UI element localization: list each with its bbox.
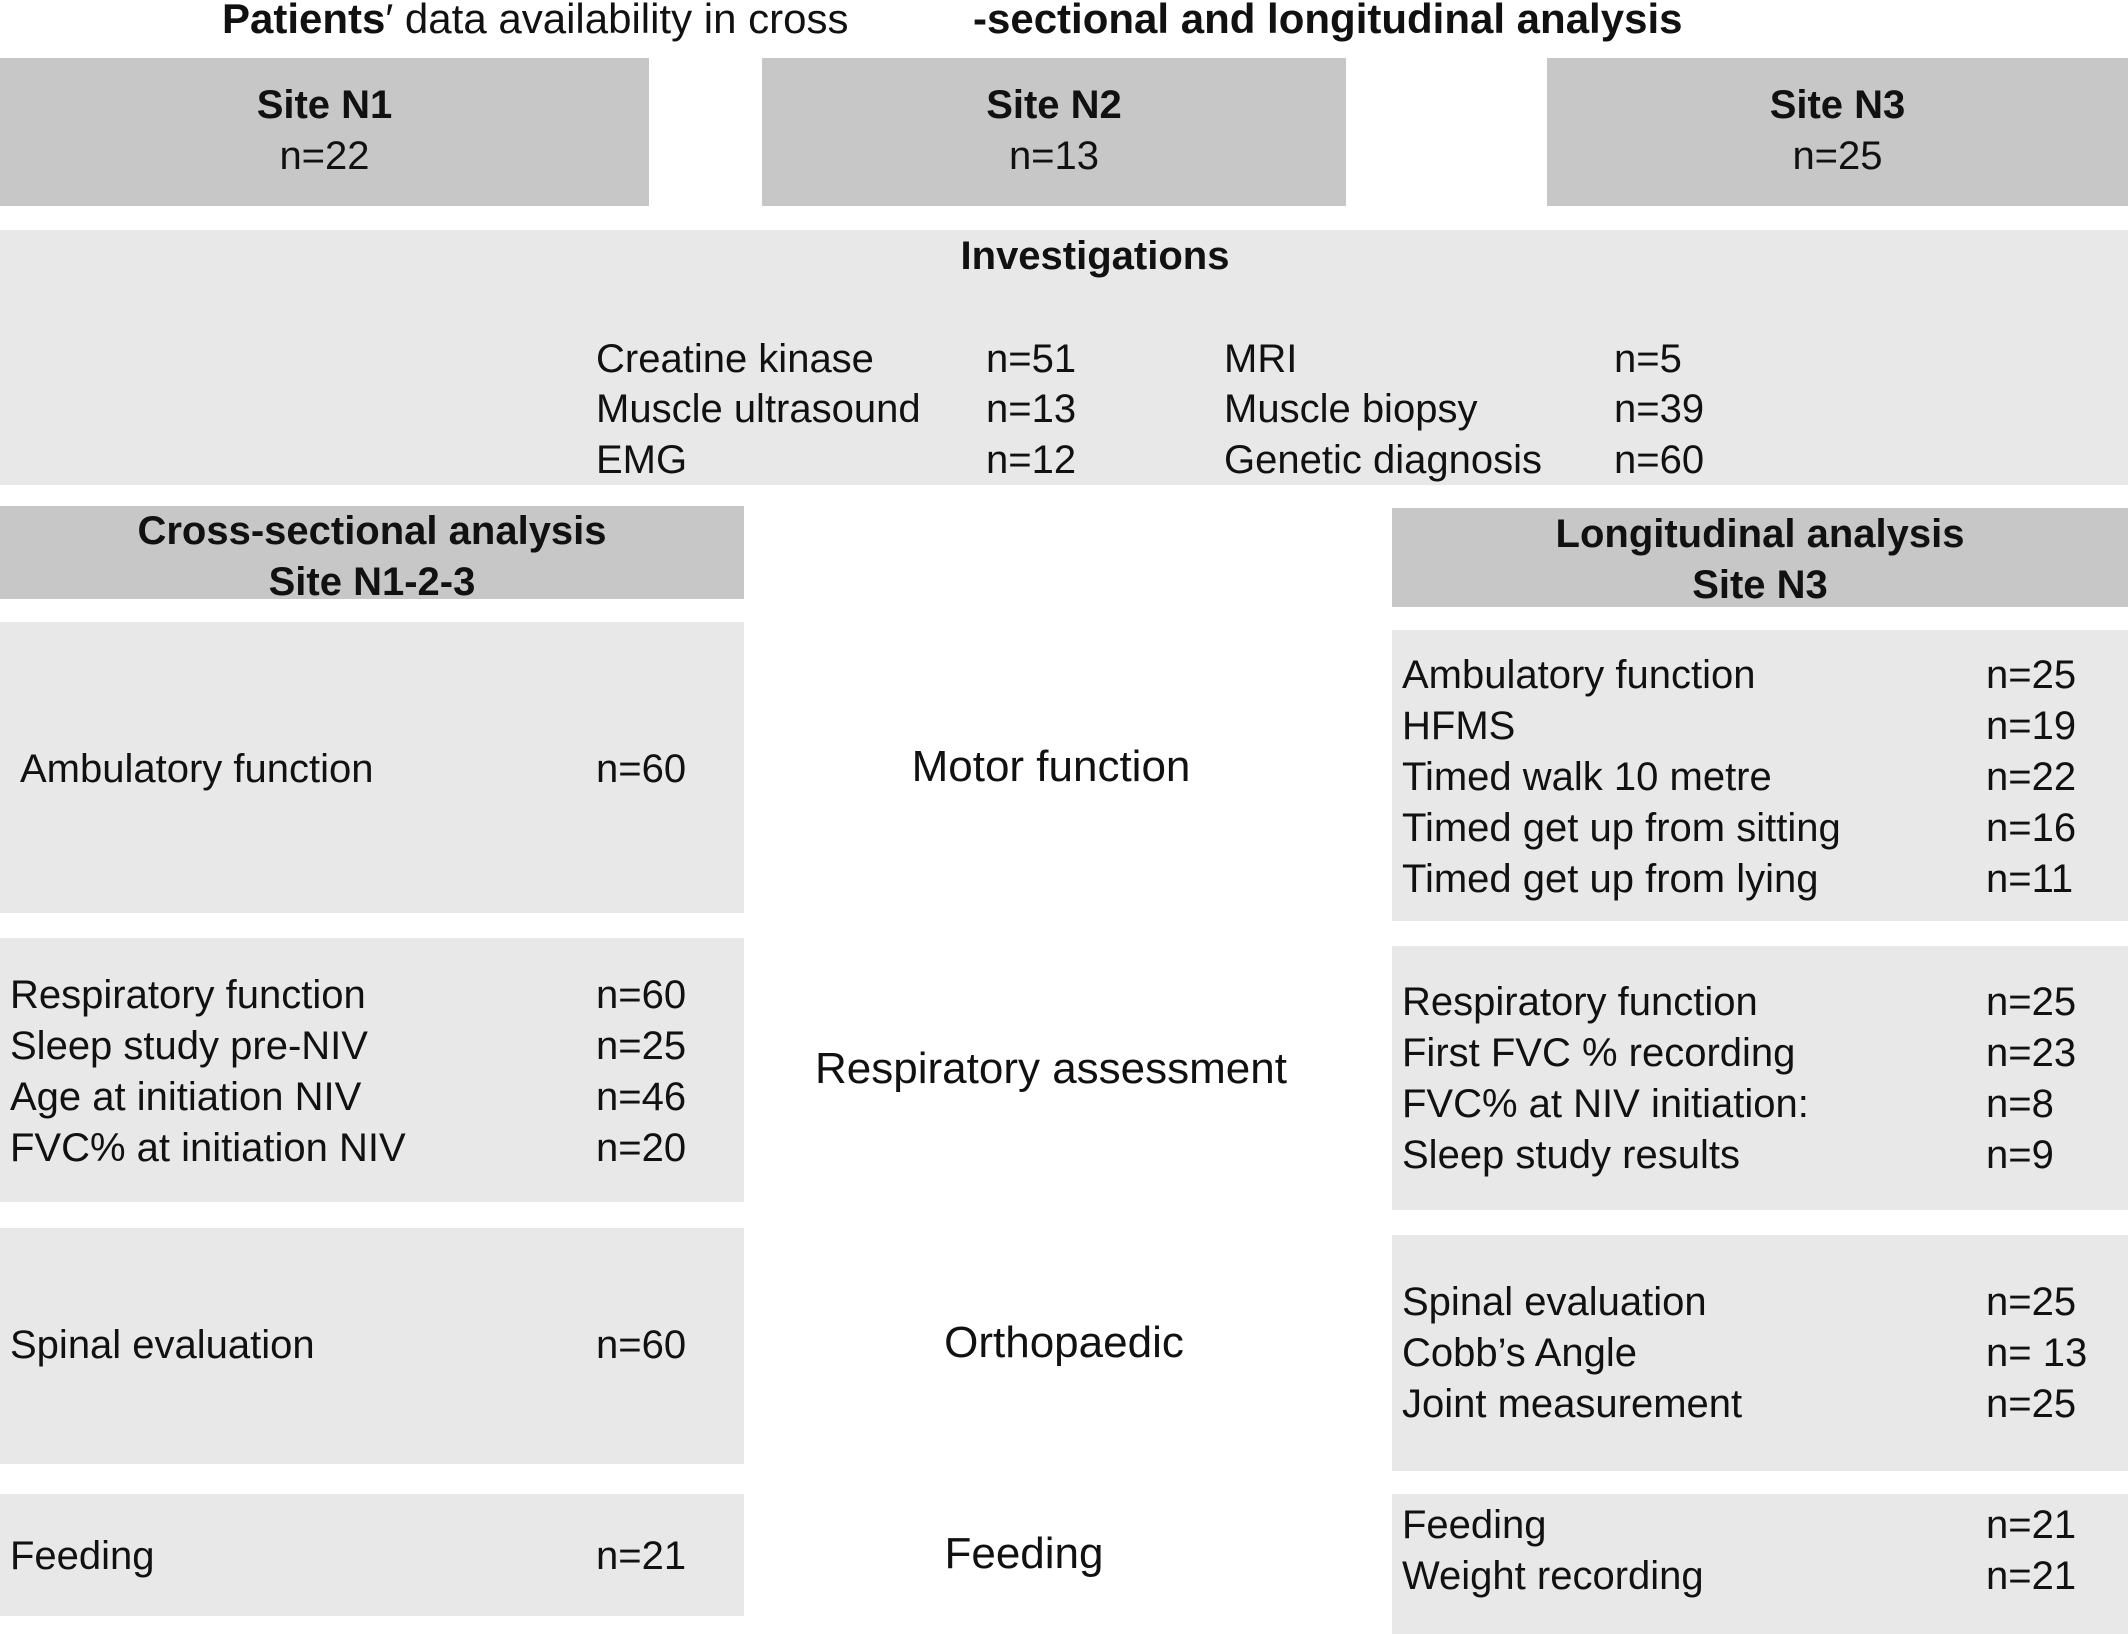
title-part-1: Patients′ data availability in cross [222, 0, 849, 42]
site-count: n=22 [279, 134, 370, 178]
item-label: HFMS [1402, 704, 1516, 748]
item-label: Timed walk 10 metre [1402, 755, 1772, 799]
item-label: Joint measurement [1402, 1382, 1743, 1426]
category-motor-function: Motor function [911, 742, 1191, 791]
category-feeding: Feeding [944, 1529, 1104, 1578]
category-respiratory-assessment: Respiratory assessment [815, 1044, 1287, 1093]
item-label: Weight recording [1402, 1554, 1704, 1598]
item-count: n=16 [1986, 806, 2077, 850]
cross-sectional-subtitle: Site N1-2-3 [268, 560, 476, 604]
item-label: Ambulatory function [20, 747, 374, 791]
investigation-label: Genetic diagnosis [1224, 438, 1542, 482]
longitudinal-subtitle: Site N3 [1692, 563, 1828, 607]
investigations-heading: Investigations [960, 234, 1230, 278]
item-label: First FVC % recording [1402, 1031, 1796, 1075]
investigation-count: n=51 [986, 337, 1077, 381]
item-count: n=23 [1986, 1031, 2077, 1075]
item-label: Spinal evaluation [10, 1323, 315, 1367]
investigation-count: n=5 [1614, 337, 1682, 381]
cross-feeding-panel: Feeding n=21 [0, 1494, 744, 1616]
item-count: n=25 [596, 1024, 687, 1068]
cross-orthopaedic-panel: Spinal evaluation n=60 [0, 1228, 744, 1464]
item-label: FVC% at initiation NIV [10, 1126, 406, 1170]
investigation-count: n=12 [986, 438, 1077, 482]
site-n3-box: Site N3 n=25 [1547, 58, 2128, 206]
diagram-title: Patients′ data availability in cross -se… [0, 0, 2128, 44]
site-n2-box: Site N2 n=13 [762, 58, 1346, 206]
long-motor-panel: Ambulatory function n=25 HFMS n=19 Timed… [1392, 630, 2128, 921]
investigation-count: n=39 [1614, 387, 1705, 431]
item-label: Respiratory function [10, 973, 366, 1017]
item-label: Feeding [1402, 1503, 1547, 1547]
cross-respiratory-panel: Respiratory function n=60 Sleep study pr… [0, 938, 744, 1202]
site-name: Site N1 [256, 83, 393, 127]
item-count: n=11 [1986, 857, 2074, 901]
investigation-label: Creatine kinase [596, 337, 874, 381]
site-count: n=25 [1792, 134, 1883, 178]
item-count: n=20 [596, 1126, 687, 1170]
cross-sectional-header: Cross-sectional analysis Site N1-2-3 [0, 506, 744, 604]
investigation-count: n=13 [986, 387, 1077, 431]
item-count: n=60 [596, 747, 687, 791]
cross-motor-panel: Ambulatory function n=60 [0, 622, 744, 913]
long-feeding-panel: Feeding n=21 Weight recording n=21 [1392, 1494, 2128, 1634]
site-count: n=13 [1008, 134, 1100, 178]
item-label: Feeding [10, 1534, 155, 1578]
item-label: FVC% at NIV initiation: [1402, 1082, 1809, 1126]
item-count: n=25 [1986, 1280, 2077, 1324]
item-label: Cobb’s Angle [1402, 1331, 1637, 1375]
investigation-label: Muscle biopsy [1224, 387, 1478, 431]
item-label: Age at initiation NIV [10, 1075, 362, 1119]
longitudinal-header: Longitudinal analysis Site N3 [1392, 508, 2128, 607]
item-count: n=21 [1986, 1554, 2077, 1598]
item-count: n=25 [1986, 1382, 2077, 1426]
long-respiratory-panel: Respiratory function n=25 First FVC % re… [1392, 946, 2128, 1210]
site-name: Site N2 [986, 83, 1122, 127]
item-label: Timed get up from lying [1402, 857, 1819, 901]
site-name: Site N3 [1769, 83, 1906, 127]
item-label: Sleep study results [1402, 1133, 1740, 1177]
long-orthopaedic-panel: Spinal evaluation n=25 Cobb’s Angle n= 1… [1392, 1235, 2128, 1471]
investigation-label: MRI [1224, 337, 1298, 381]
item-count: n=60 [596, 1323, 687, 1367]
investigation-label: Muscle ultrasound [596, 387, 921, 431]
item-label: Ambulatory function [1402, 653, 1756, 697]
investigation-label: EMG [596, 438, 688, 482]
item-label: Spinal evaluation [1402, 1280, 1707, 1324]
item-count: n=25 [1986, 653, 2077, 697]
item-count: n=19 [1986, 704, 2077, 748]
item-count: n=21 [1986, 1503, 2077, 1547]
item-count: n=9 [1986, 1133, 2054, 1177]
cross-sectional-title: Cross-sectional analysis [137, 509, 607, 553]
site-n1-box: Site N1 n=22 [0, 58, 649, 206]
item-count: n= 13 [1986, 1331, 2088, 1375]
title-part-2: -sectional and longitudinal analysis [973, 0, 1683, 42]
item-count: n=60 [596, 973, 687, 1017]
item-label: Sleep study pre-NIV [10, 1024, 368, 1068]
investigation-count: n=60 [1614, 438, 1705, 482]
item-count: n=8 [1986, 1082, 2054, 1126]
investigations-panel: Investigations Creatine kinase n=51 Musc… [0, 230, 2128, 485]
item-count: n=25 [1986, 980, 2077, 1024]
longitudinal-title: Longitudinal analysis [1555, 512, 1965, 556]
item-count: n=22 [1986, 755, 2077, 799]
item-count: n=46 [596, 1075, 687, 1119]
item-count: n=21 [596, 1534, 687, 1578]
item-label: Timed get up from sitting [1402, 806, 1841, 850]
category-orthopaedic: Orthopaedic [944, 1318, 1184, 1367]
item-label: Respiratory function [1402, 980, 1758, 1024]
